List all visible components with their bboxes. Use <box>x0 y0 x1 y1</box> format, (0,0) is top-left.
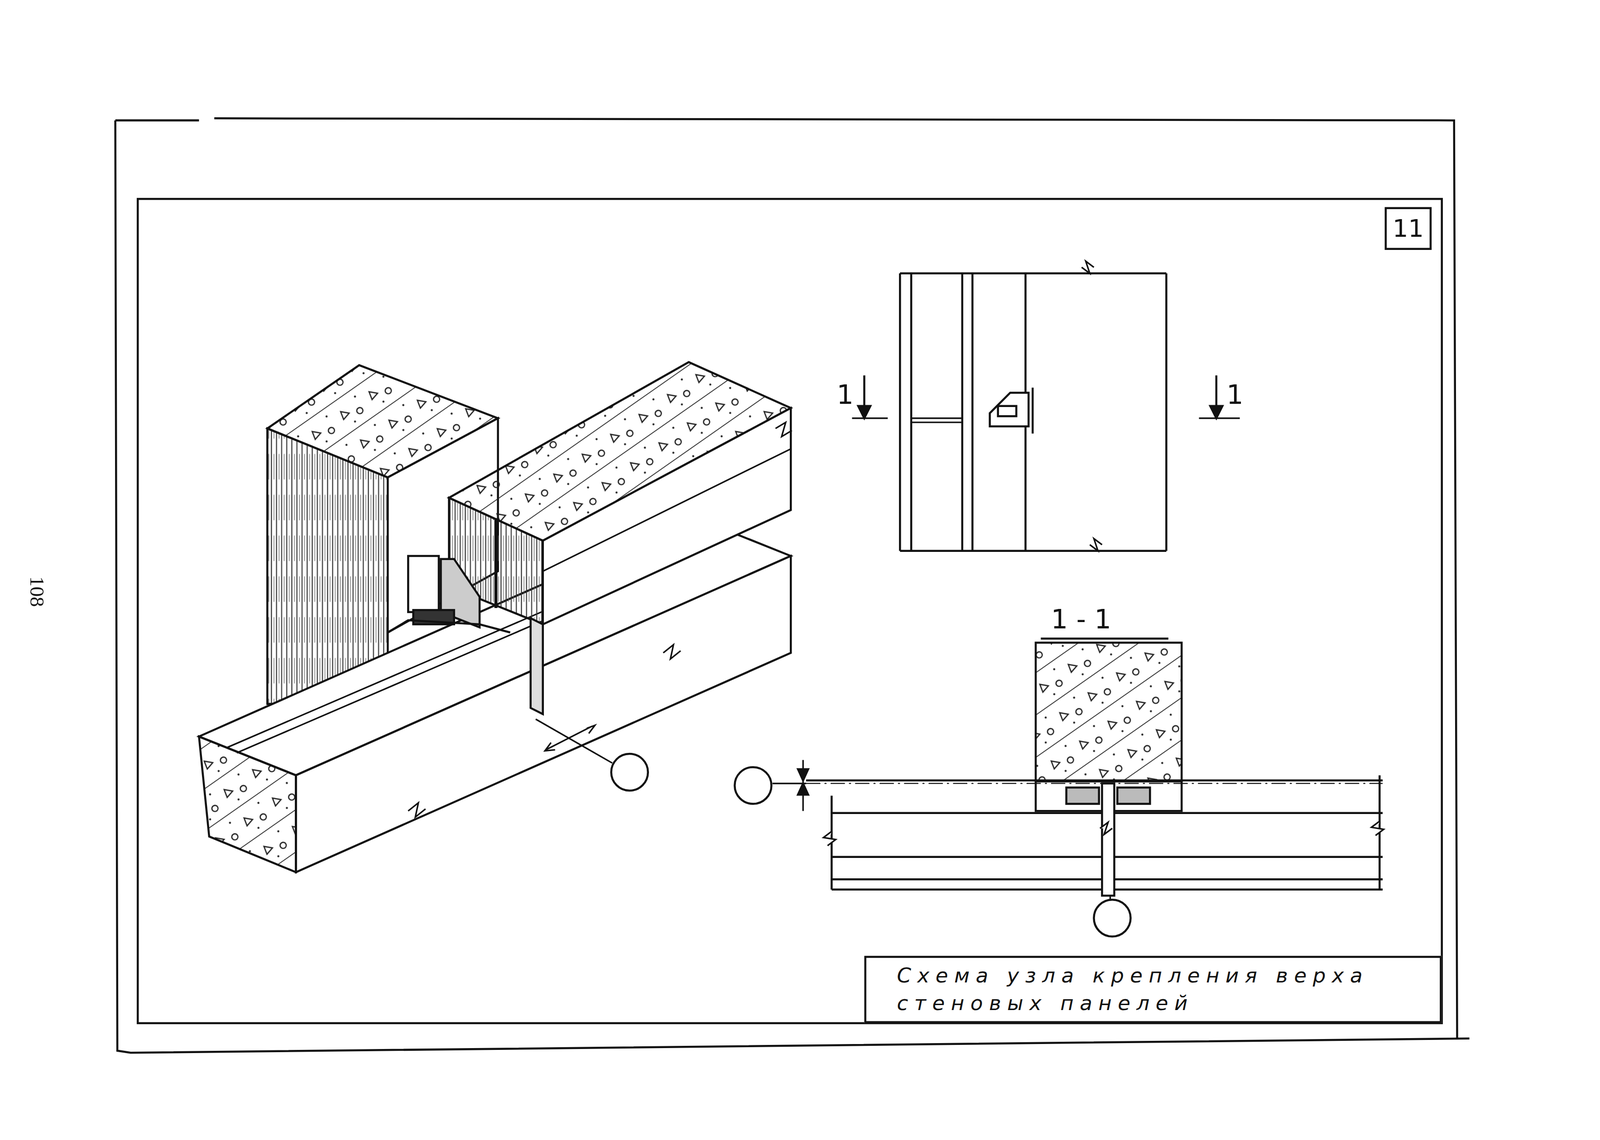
page-number: 108 <box>25 576 49 608</box>
drawing-title: Схема узла крепления верха стеновых пане… <box>897 962 1410 1018</box>
sheet-number: 11 <box>1390 212 1426 246</box>
sheet-number-box: 11 <box>1384 206 1432 250</box>
title-block: Схема узла крепления верха стеновых пане… <box>864 956 1442 1024</box>
section-title: 1 - 1 <box>1051 604 1112 635</box>
section-mark: 1 <box>836 379 854 411</box>
section-mark: 1 <box>1226 379 1244 411</box>
